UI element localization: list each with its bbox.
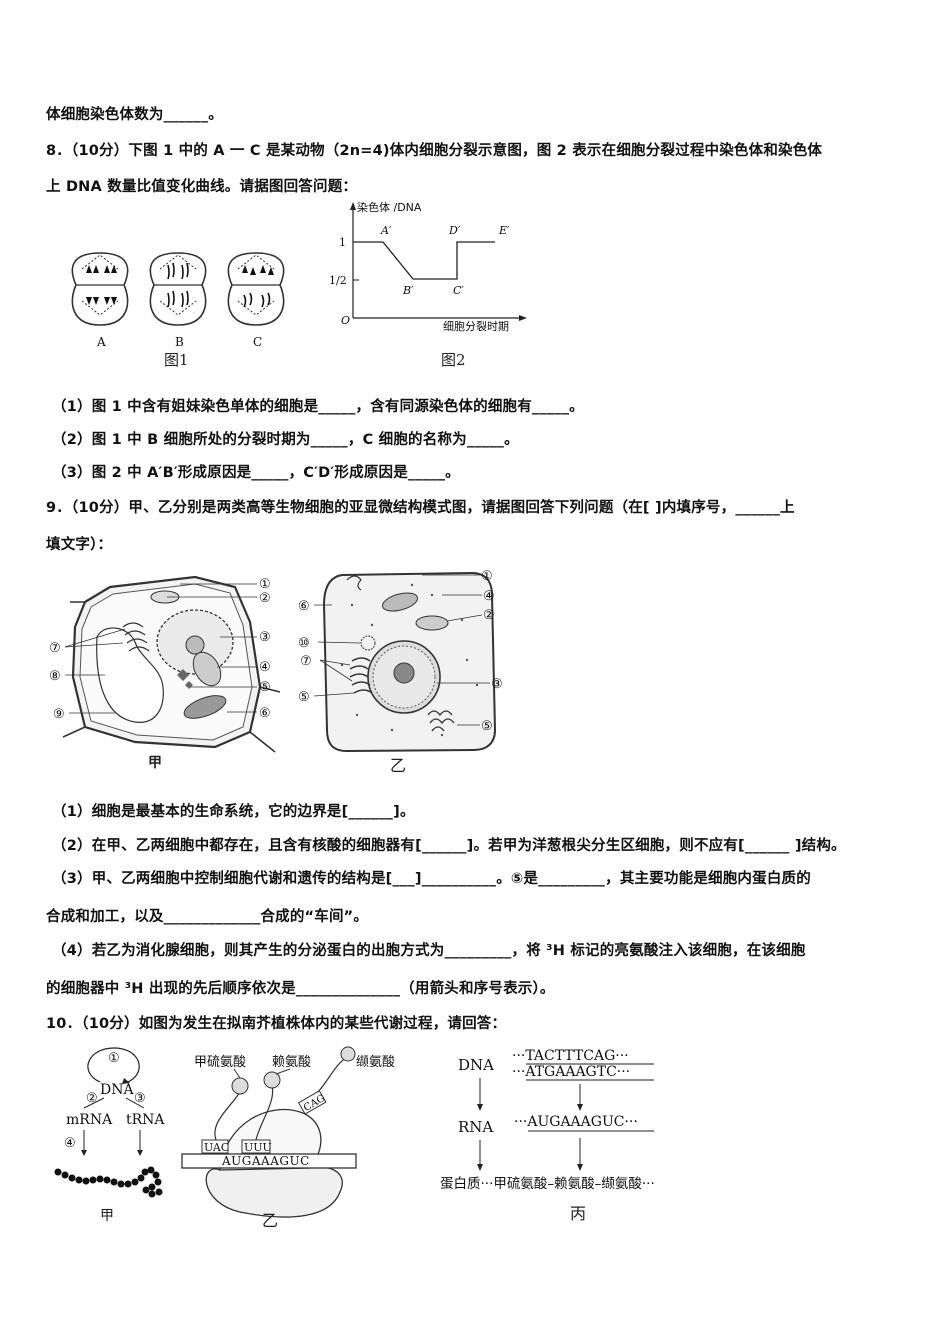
jia-label-8: ⑧ (49, 669, 61, 684)
q10-figure-jia-caption: 甲 (100, 1208, 114, 1224)
cell-a-label: A (96, 335, 106, 349)
yi-label-3: ③ (491, 677, 503, 692)
q9-animal-cell-figure: ① ④ ② ③ ⑤ ⑥ ⑩ ⑦ ⑤ (298, 569, 503, 753)
yi-label-1: ① (481, 569, 493, 584)
q9-stem-line2: 填文字）： (46, 537, 113, 553)
q8-stem-line2: 上 DNA 数量比值变化曲线。请据图回答问题： (46, 179, 358, 195)
q9-plant-cell-figure: ① ② ③ ④ ⑤ ⑥ ⑦ ⑧ ⑨ (49, 575, 281, 753)
q10-figure-yi: 甲硫氨酸 赖氨酸 缬氨酸 AUGAAAGUC UAC UUU CAG (181, 1046, 395, 1218)
q9-sub3-line2: 合成和加工，以及_____________合成的“车间”。 (46, 909, 369, 925)
yi-label-10: ⑩ (298, 636, 310, 651)
jia-label-4: ④ (259, 660, 271, 675)
yi-label-5-left: ⑤ (298, 690, 310, 705)
num-1: ① (108, 1051, 120, 1066)
q8-sub3: （3）图 2 中 A′B′形成原因是_____，C′D′形成原因是_____。 (52, 465, 460, 481)
cell-c-label: C (253, 335, 262, 349)
q8-sub1: （1）图 1 中含有姐妹染色单体的细胞是_____，含有同源染色体的细胞有___… (52, 399, 584, 415)
jia-label-9: ⑨ (53, 707, 65, 722)
aa-valine: 缬氨酸 (356, 1055, 395, 1070)
trna-label: tRNA (126, 1112, 165, 1128)
q9-plant-cell-caption: 甲 (148, 755, 162, 771)
yi-label-5-right: ⑤ (481, 719, 493, 734)
q8-figure2: 染色体 /DNA 细胞分裂时期 O 1 1/2 A′ B′ C′ D′ E′ (329, 200, 527, 333)
polypeptide-chain (54, 1166, 163, 1198)
jia-label-1: ① (259, 577, 271, 592)
anticodon-uuu: UUU (244, 1141, 272, 1154)
q8-sub2: （2）图 1 中 B 细胞所处的分裂时期为_____，C 细胞的名称为_____… (52, 432, 519, 448)
q8-figure2-caption: 图2 (441, 351, 466, 369)
yi-label-7: ⑦ (300, 654, 312, 669)
cell-a-diagram (71, 252, 129, 326)
y-tick-half: 1/2 (329, 274, 347, 287)
cell-b-diagram (149, 252, 207, 326)
yi-label-6: ⑥ (298, 599, 310, 614)
y-axis-label: 染色体 /DNA (357, 200, 422, 214)
mrna-sequence: AUGAAAGUC (221, 1154, 310, 1168)
jia-label-3: ③ (259, 630, 271, 645)
q9-sub3-line1: （3）甲、乙两细胞中控制细胞代谢和遗传的结构是[___]__________。⑤… (52, 871, 811, 887)
protein-row: 蛋白质···甲硫氨酸–赖氨酸–缬氨酸··· (440, 1176, 655, 1192)
jia-label-5: ⑤ (259, 680, 271, 695)
q10-figure-yi-caption: 乙 (262, 1211, 279, 1230)
q9-stem-line1: 9．（10分）甲、乙分别是两类高等生物细胞的亚显微结构模式图，请据图回答下列问题… (46, 500, 795, 516)
ratio-curve (353, 241, 495, 280)
q9-sub2: （2）在甲、乙两细胞中都存在，且含有核酸的细胞器有[______]。若甲为洋葱根… (52, 838, 846, 854)
q8-figure1-caption: 图1 (164, 351, 189, 369)
rna-row-label: RNA (458, 1118, 493, 1136)
q10-figure-jia: ① DNA ② ③ mRNA tRNA ④ (54, 1047, 165, 1198)
aa-methionine: 甲硫氨酸 (194, 1055, 246, 1070)
dna-label: DNA (100, 1082, 134, 1098)
anticodon-uac: UAC (204, 1141, 229, 1154)
q9-sub4-line1: （4）若乙为消化腺细胞，则其产生的分泌蛋白的出胞方式为_________，将 ³… (52, 943, 806, 959)
q9-animal-cell-caption: 乙 (390, 756, 407, 775)
point-c: C′ (453, 284, 464, 297)
x-axis-label: 细胞分裂时期 (443, 320, 509, 333)
q10-figure-bing-caption: 丙 (570, 1204, 587, 1223)
num-3: ③ (134, 1091, 146, 1106)
q9-sub1: （1）细胞是最基本的生命系统，它的边界是[______]。 (52, 804, 415, 820)
point-b: B′ (402, 284, 414, 297)
yi-label-2: ② (483, 608, 495, 623)
aa-lysine: 赖氨酸 (272, 1055, 311, 1070)
q8-figure1: A B C (71, 252, 285, 349)
q7-tail: 体细胞染色体数为______。 (46, 107, 223, 123)
jia-label-7: ⑦ (49, 641, 61, 656)
y-tick-1: 1 (339, 236, 346, 249)
origin-label: O (341, 314, 350, 327)
q8-stem-line1: 8．（10分）下图 1 中的 A 一 C 是某动物（2n=4)体内细胞分裂示意图… (46, 143, 823, 159)
rna-sequence: ···AUGAAAGUC··· (514, 1114, 638, 1130)
dna-row-label: DNA (458, 1056, 494, 1074)
num-4: ④ (64, 1136, 76, 1151)
q10-figure-bing: DNA ···TACTTTCAG··· ···ATGAAAGTC··· RNA … (440, 1048, 655, 1192)
anticodon-cag: CAG (302, 1093, 327, 1114)
dna-template-strand: ···TACTTTCAG··· (512, 1048, 629, 1064)
q10-stem: 10．（10分）如图为发生在拟南芥植株体内的某些代谢过程，请回答： (46, 1016, 507, 1032)
cell-c-diagram (227, 252, 285, 326)
num-2: ② (86, 1091, 98, 1106)
jia-label-6: ⑥ (259, 706, 271, 721)
jia-label-2: ② (259, 591, 271, 606)
mrna-label: mRNA (66, 1112, 113, 1128)
point-a: A′ (380, 224, 392, 237)
cell-b-label: B (175, 335, 184, 349)
yi-label-4: ④ (483, 589, 495, 604)
dna-coding-strand: ···ATGAAAGTC··· (512, 1064, 630, 1080)
point-e: E′ (498, 224, 510, 237)
q9-sub4-line2: 的细胞器中 ³H 出现的先后顺序依次是______________（用箭头和序号… (46, 981, 555, 997)
point-d: D′ (448, 224, 461, 237)
